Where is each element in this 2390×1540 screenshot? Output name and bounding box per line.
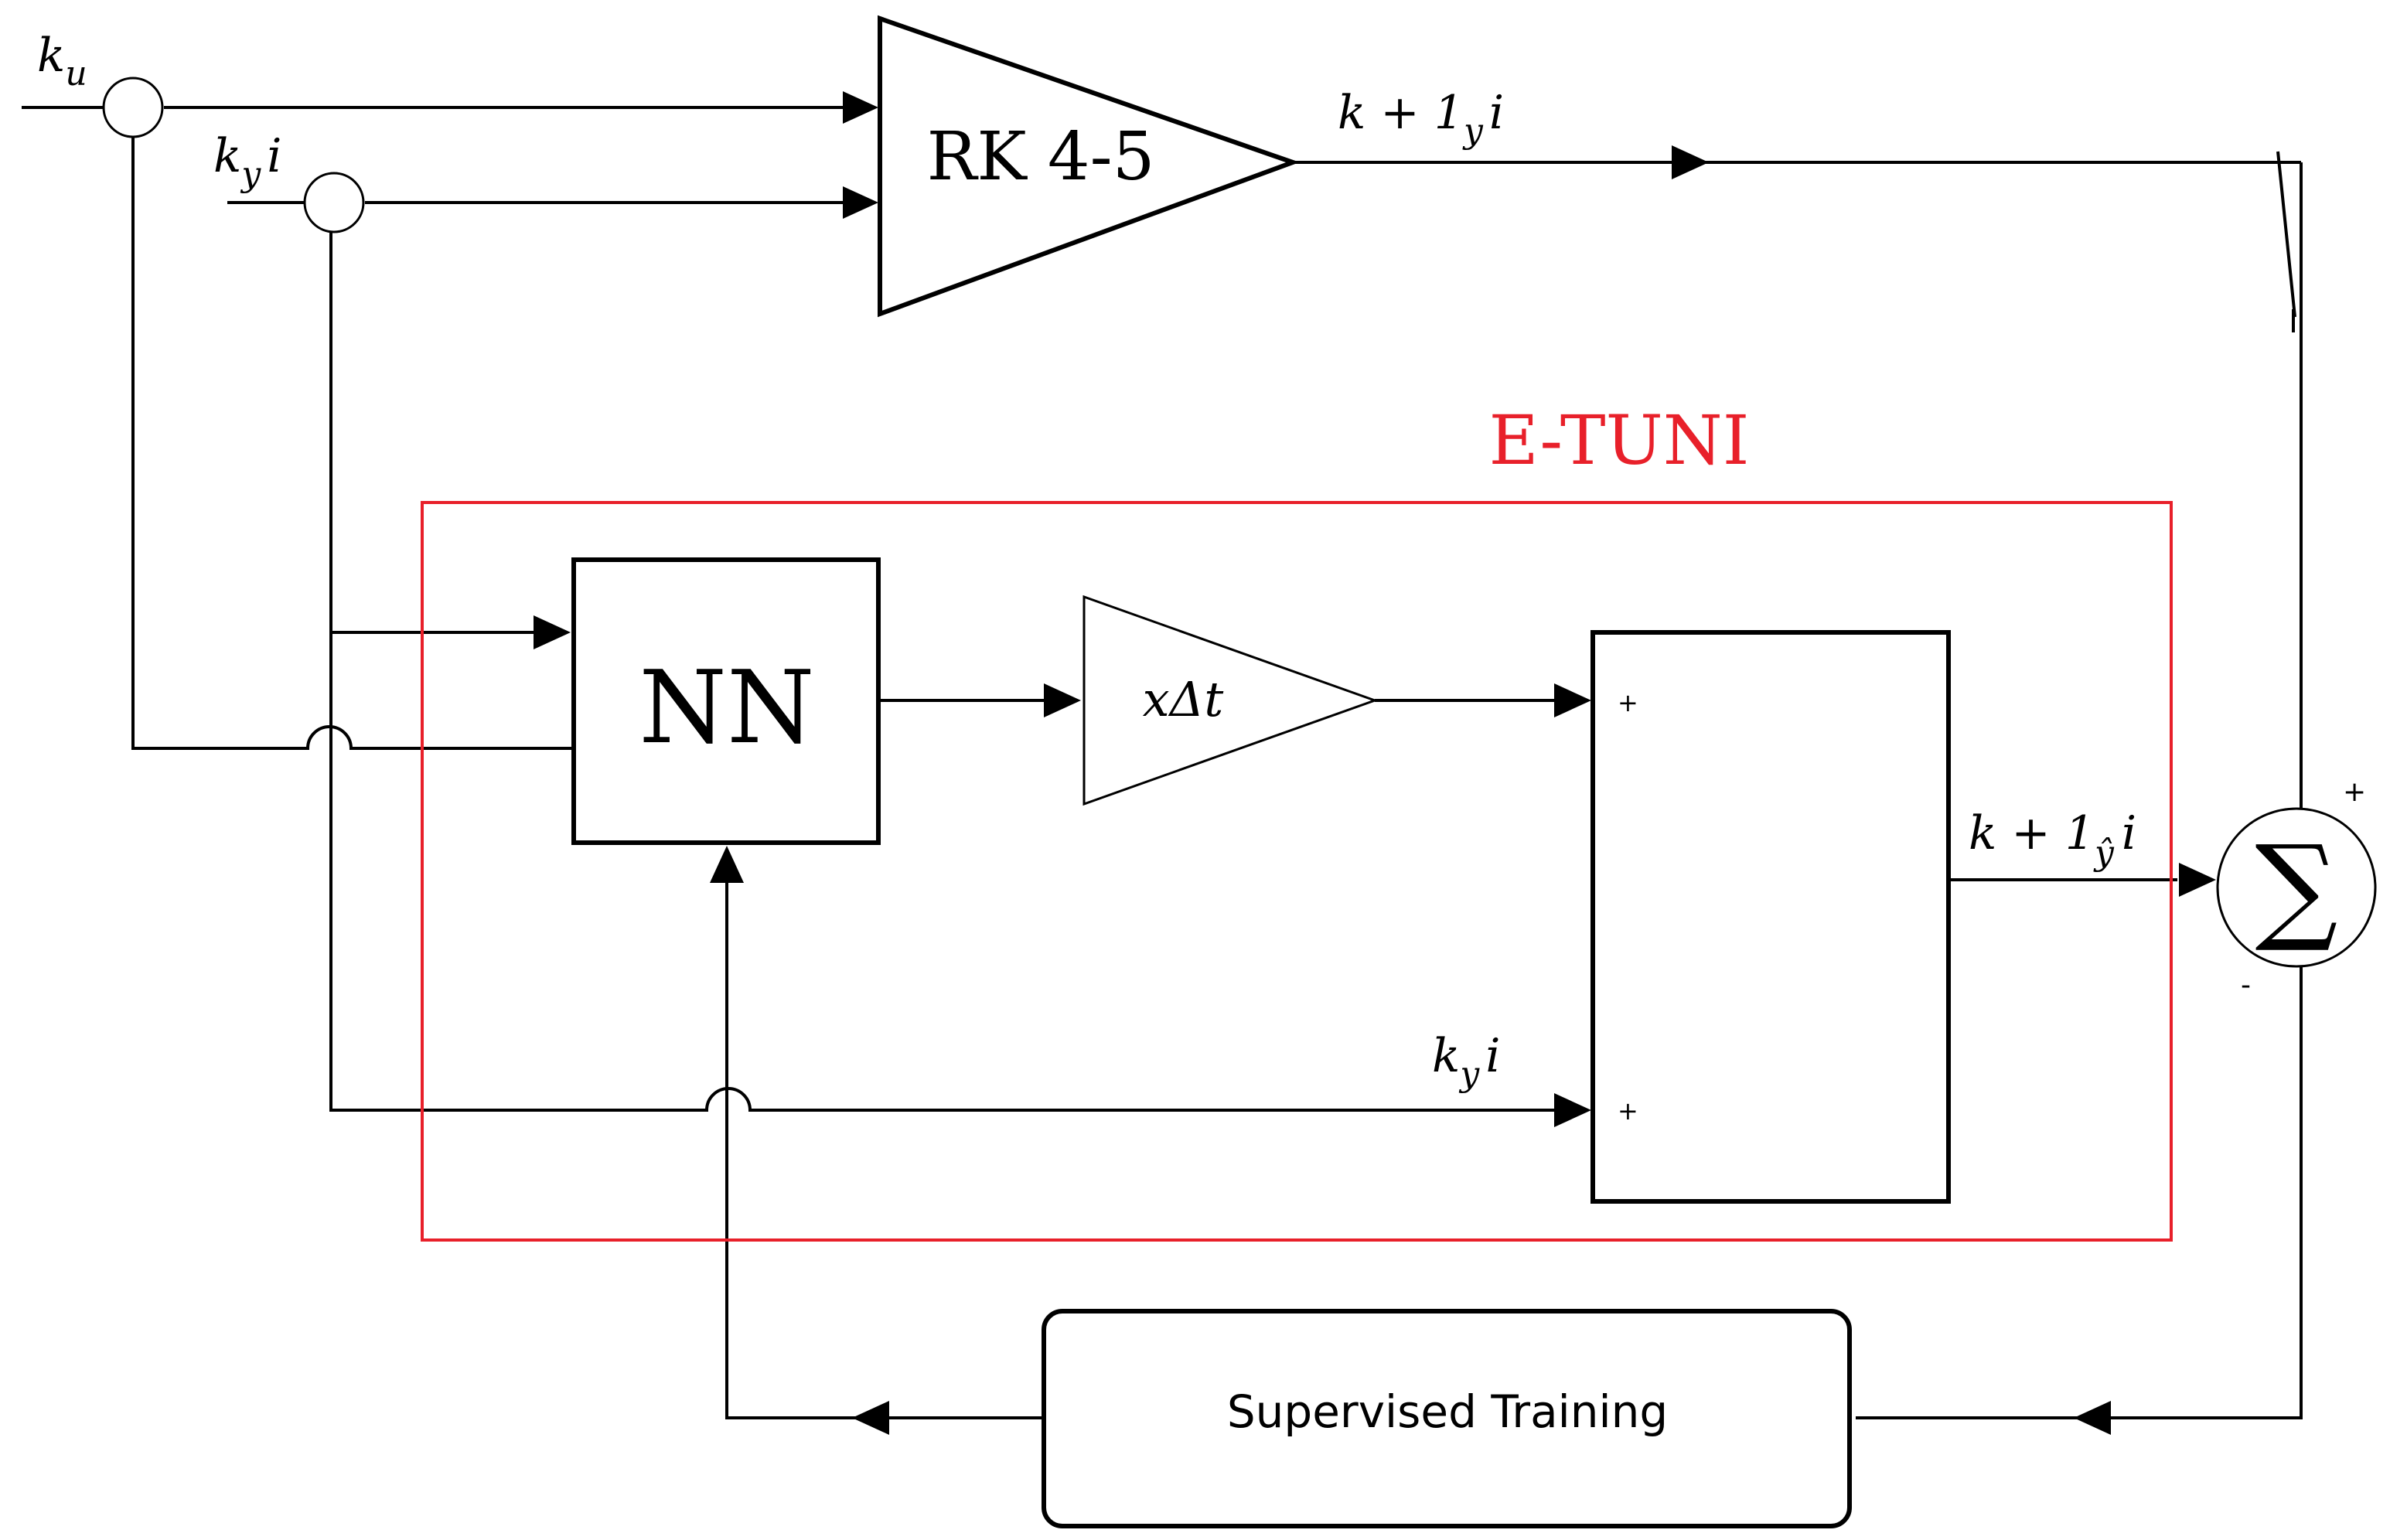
ku-to-nn-wire <box>131 135 572 750</box>
summing-block-plus-bottom: + <box>1618 1096 1638 1126</box>
training-to-nn-wire <box>725 875 1044 1419</box>
gain-block <box>1082 595 1379 806</box>
kyi-label-main: k <box>213 129 241 183</box>
sigma-to-training-wire <box>1856 963 2303 1419</box>
ku-label-main: k <box>37 29 65 83</box>
sigma-minus: - <box>2241 969 2251 1001</box>
etuni-output-sub: ŷ <box>2093 833 2115 873</box>
kyi-label-sub: y <box>240 155 261 194</box>
feedback-kyi-sub: y <box>1458 1054 1480 1094</box>
sigma-plus: + <box>2343 776 2366 808</box>
summing-block-plus-top: + <box>1618 688 1638 717</box>
etuni-output-main: k + 1 <box>1969 806 2095 860</box>
nn-label: NN <box>639 649 815 766</box>
nn-block <box>571 557 881 845</box>
ku-label-sub: u <box>65 54 87 94</box>
arrow-rk-output <box>1672 145 1709 179</box>
rk-label: RK 4-5 <box>927 118 1155 196</box>
sigma-symbol: ∑ <box>2255 821 2337 956</box>
arrow-to-sigma <box>2179 863 2216 897</box>
arrow-kyi-rk <box>843 186 878 219</box>
kyi-to-sum-block-wire <box>329 230 1563 1112</box>
arrow-to-nn <box>710 846 744 883</box>
switch-mark <box>2276 151 2296 318</box>
arrow-ku-rk <box>843 91 878 124</box>
ku-junction-node <box>102 77 164 138</box>
gain-label-tail: Δt <box>1168 671 1224 727</box>
etuni-output-tail: i <box>2122 806 2136 860</box>
arrow-kyi-nn <box>534 615 571 649</box>
rk-output-tail: i <box>1489 86 1504 140</box>
gain-label-main: x <box>1143 671 1170 727</box>
arrow-nn-gain <box>1044 683 1081 717</box>
supervised-training-label: Supervised Training <box>1227 1385 1668 1438</box>
arrow-training-out <box>852 1401 889 1435</box>
arrow-to-training <box>2074 1401 2111 1435</box>
rk-integrator-block <box>878 15 1300 318</box>
ku-label: ku <box>37 29 87 94</box>
etuni-frame <box>421 501 2173 1242</box>
etuni-title: E-TUNI <box>1488 400 1749 480</box>
feedback-kyi-main: k <box>1432 1029 1460 1083</box>
summing-block <box>1590 630 1951 1204</box>
supervised-training-block <box>1042 1309 1852 1528</box>
kyi-junction-node <box>303 172 365 233</box>
arrow-kyi-sum <box>1554 1093 1591 1127</box>
sigma-summer <box>2216 807 2377 968</box>
rk-output-main: k + 1 <box>1338 86 1464 140</box>
feedback-kyi-tail: i <box>1485 1029 1500 1083</box>
gain-label: xΔt <box>1143 671 1224 727</box>
rk-output-sub: y <box>1462 111 1484 151</box>
kyi-label-tail: i <box>267 129 281 183</box>
arrow-gain-sum <box>1554 683 1591 717</box>
